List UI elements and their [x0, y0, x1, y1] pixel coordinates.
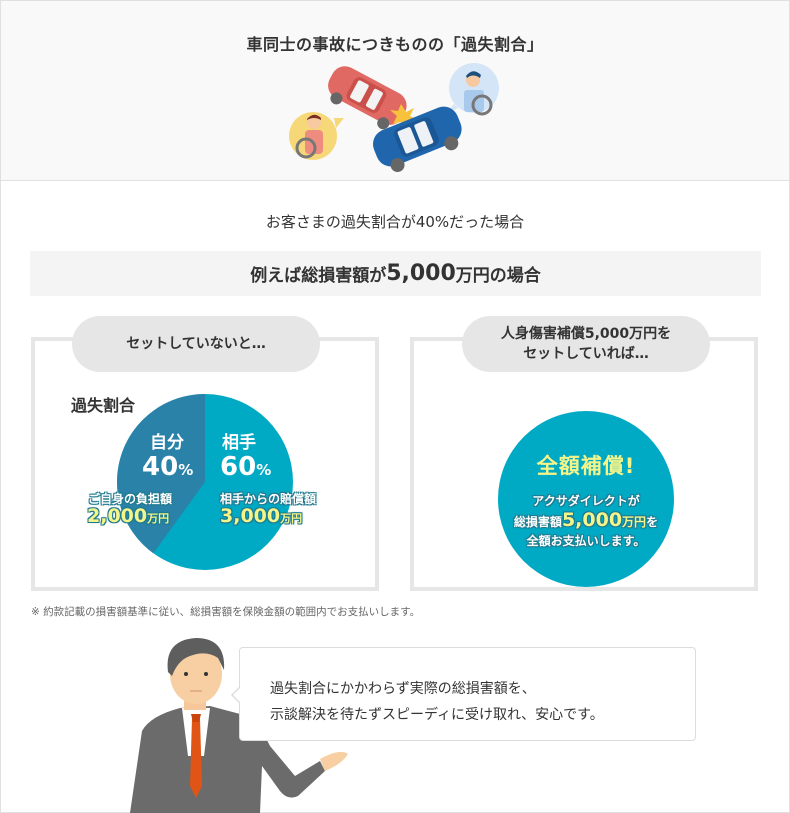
speech-line2: 示談解決を待たずスピーディに受け取れ、安心です。: [270, 707, 604, 723]
self-burden-unit: 万円: [147, 512, 170, 525]
desc-line2-unit: 万円: [622, 515, 647, 529]
other-percent-sign: %: [256, 461, 272, 479]
example-prefix: 例えば総損害額が: [250, 266, 387, 286]
hero-section: 車同士の事故につきものの「過失割合」: [1, 1, 789, 181]
speech-bubble: 過失割合にかかわらず実際の総損害額を、 示談解決を待たずスピーディに受け取れ、安…: [239, 647, 696, 741]
self-burden-amount: 2,000万円: [87, 505, 169, 527]
other-compensation-unit: 万円: [280, 512, 303, 525]
full-compensation-description: アクサダイレクトが 総損害額5,000万円を 全額お支払いします。: [478, 492, 694, 551]
with-coverage-pill-line2: セットしていれば…: [523, 346, 649, 362]
car-collision-illustration: [289, 63, 499, 173]
self-burden-caption: ご自身の負担額: [88, 492, 173, 506]
pie-slice-self: [117, 394, 205, 554]
desc-line2-suffix: を: [646, 515, 659, 529]
desc-line1: アクサダイレクトが: [532, 494, 640, 508]
with-coverage-pill-line1: 人身傷害補償5,000万円を: [500, 325, 672, 342]
other-compensation-amount: 3,000万円: [220, 505, 302, 527]
without-coverage-pill: セットしていないと…: [72, 316, 320, 372]
other-percent: 60%: [220, 452, 271, 482]
with-coverage-pill: 人身傷害補償5,000万円を セットしていれば…: [462, 316, 710, 372]
businessman-illustration: [130, 638, 348, 813]
desc-line2-amount: 5,000: [561, 509, 623, 531]
other-compensation-caption: 相手からの賠償額: [220, 492, 317, 506]
fault-ratio-label: 過失割合: [71, 396, 136, 415]
self-burden-value: 2,000: [87, 505, 148, 527]
example-banner: 例えば総損害額が 5,000 万円の場合: [30, 251, 761, 296]
self-percent: 40%: [142, 452, 193, 482]
full-compensation-circle: [498, 411, 674, 587]
speech-line1: 過失割合にかかわらず実際の総損害額を、: [270, 681, 536, 697]
self-percent-sign: %: [178, 461, 194, 479]
speech-bubble-tail-inner: [233, 687, 241, 703]
self-percent-value: 40: [142, 452, 179, 482]
fault-ratio-pie-chart: [117, 394, 293, 570]
other-label: 相手: [222, 433, 256, 453]
example-amount: 5,000: [386, 261, 456, 286]
footnote: ※ 約款記載の損害額基準に従い、総損害額を保険金額の範囲内でお支払いします。: [31, 606, 421, 618]
hero-title: 車同士の事故につきものの「過失割合」: [246, 35, 544, 54]
desc-line2: 総損害額5,000万円を: [478, 511, 694, 532]
self-label: 自分: [150, 433, 184, 453]
full-compensation-title: 全額補償!: [536, 454, 636, 478]
example-suffix: 万円の場合: [455, 266, 541, 286]
condition-text: お客さまの過失割合が40%だった場合: [265, 213, 525, 231]
desc-line3: 全額お支払いします。: [526, 534, 646, 548]
other-compensation-value: 3,000: [220, 505, 281, 527]
desc-line2-prefix: 総損害額: [513, 515, 562, 529]
other-percent-value: 60: [220, 452, 257, 482]
